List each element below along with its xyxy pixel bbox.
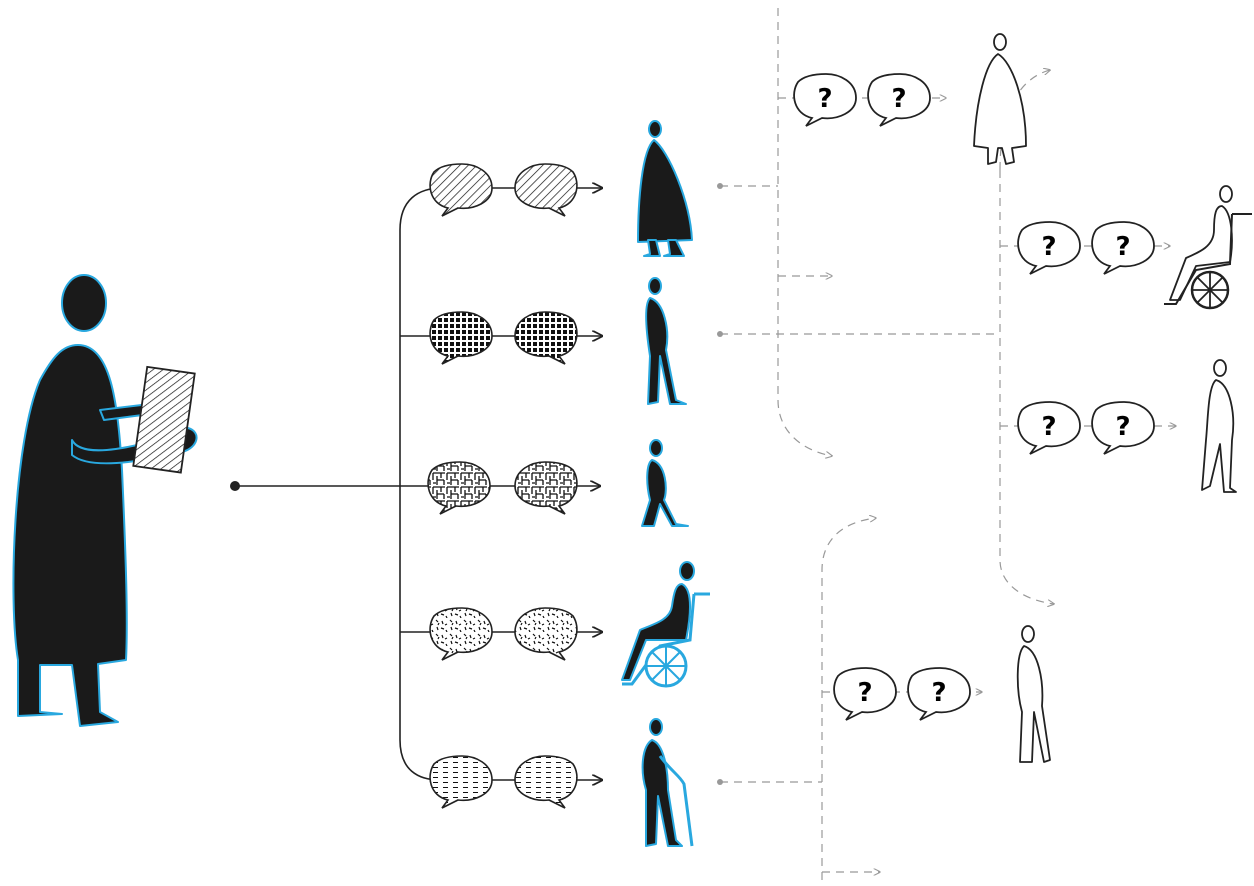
question-bubbles-group-3: ? ?	[1017, 401, 1155, 455]
audience-person-long-coat-icon	[637, 120, 693, 257]
question-mark: ?	[1115, 412, 1130, 442]
bubble-pair-maze	[427, 461, 578, 515]
target-person-walking-icon	[1201, 359, 1237, 493]
question-mark: ?	[817, 84, 832, 114]
document-icon	[132, 365, 196, 474]
bubble-pair-grid	[429, 311, 578, 365]
speaker-figure	[12, 274, 198, 727]
question-bubbles-group-4: ? ?	[833, 667, 971, 721]
speaker-head	[61, 274, 107, 332]
question-bubbles-group-1: ? ?	[793, 73, 931, 127]
audience-person-standing-icon	[645, 277, 687, 405]
branch-bracket	[399, 187, 443, 781]
question-mark: ?	[1041, 412, 1056, 442]
target-person-standing-icon	[1016, 625, 1051, 763]
question-mark: ?	[931, 678, 946, 708]
audience-person-cane-icon	[641, 718, 694, 847]
bubble-pair-diagonal	[429, 163, 578, 217]
bubble-pair-dashes	[429, 755, 578, 809]
target-person-long-coat-icon	[973, 33, 1027, 165]
bubble-pair-speckle	[429, 607, 578, 661]
audience-person-short-icon	[641, 439, 689, 527]
question-mark: ?	[857, 678, 872, 708]
question-mark: ?	[1041, 232, 1056, 262]
speaker-body	[12, 344, 128, 727]
question-bubbles-group-2: ? ?	[1017, 221, 1155, 275]
target-person-wheelchair-icon	[1164, 185, 1252, 310]
question-mark: ?	[891, 84, 906, 114]
audience-person-wheelchair-icon	[621, 561, 710, 688]
question-mark: ?	[1115, 232, 1130, 262]
